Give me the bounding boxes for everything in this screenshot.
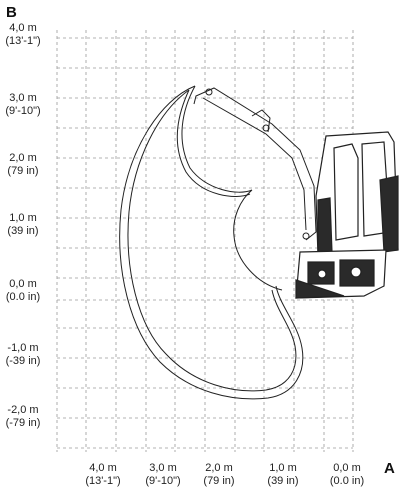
x-label-4m: 4,0 m(13'-1")	[85, 462, 121, 487]
excavator-cab-icon	[315, 131, 399, 257]
excavator-boom-icon	[193, 87, 317, 241]
y-label-3m: 3,0 m(9'-10")	[5, 92, 41, 117]
x-label-0m: 0,0 m(0.0 in)	[329, 462, 365, 487]
vertical-axis-letter: B	[6, 4, 17, 21]
x-label-2m: 2,0 m(79 in)	[203, 462, 235, 487]
y-label-minus-2m: -2,0 m(-79 in)	[5, 404, 41, 429]
horizontal-axis-letter: A	[384, 460, 395, 477]
y-label-2m: 2,0 m(79 in)	[7, 152, 39, 177]
x-label-3m: 3,0 m(9'-10")	[145, 462, 181, 487]
outer-reach-envelope	[119, 85, 304, 400]
x-label-1m: 1,0 m(39 in)	[267, 462, 299, 487]
y-label-0m: 0,0 m(0.0 in)	[5, 278, 41, 303]
y-label-1m: 1,0 m(39 in)	[7, 212, 39, 237]
inner-reach-contour	[181, 85, 283, 291]
y-label-minus-1m: -1,0 m(-39 in)	[5, 342, 41, 367]
outer-reach-envelope-inner	[127, 89, 297, 392]
inner-reach-contour-2	[176, 89, 251, 197]
grid	[56, 30, 354, 452]
y-label-4m: 4,0 m(13'-1")	[5, 22, 41, 47]
excavator-track-icon	[295, 249, 387, 299]
